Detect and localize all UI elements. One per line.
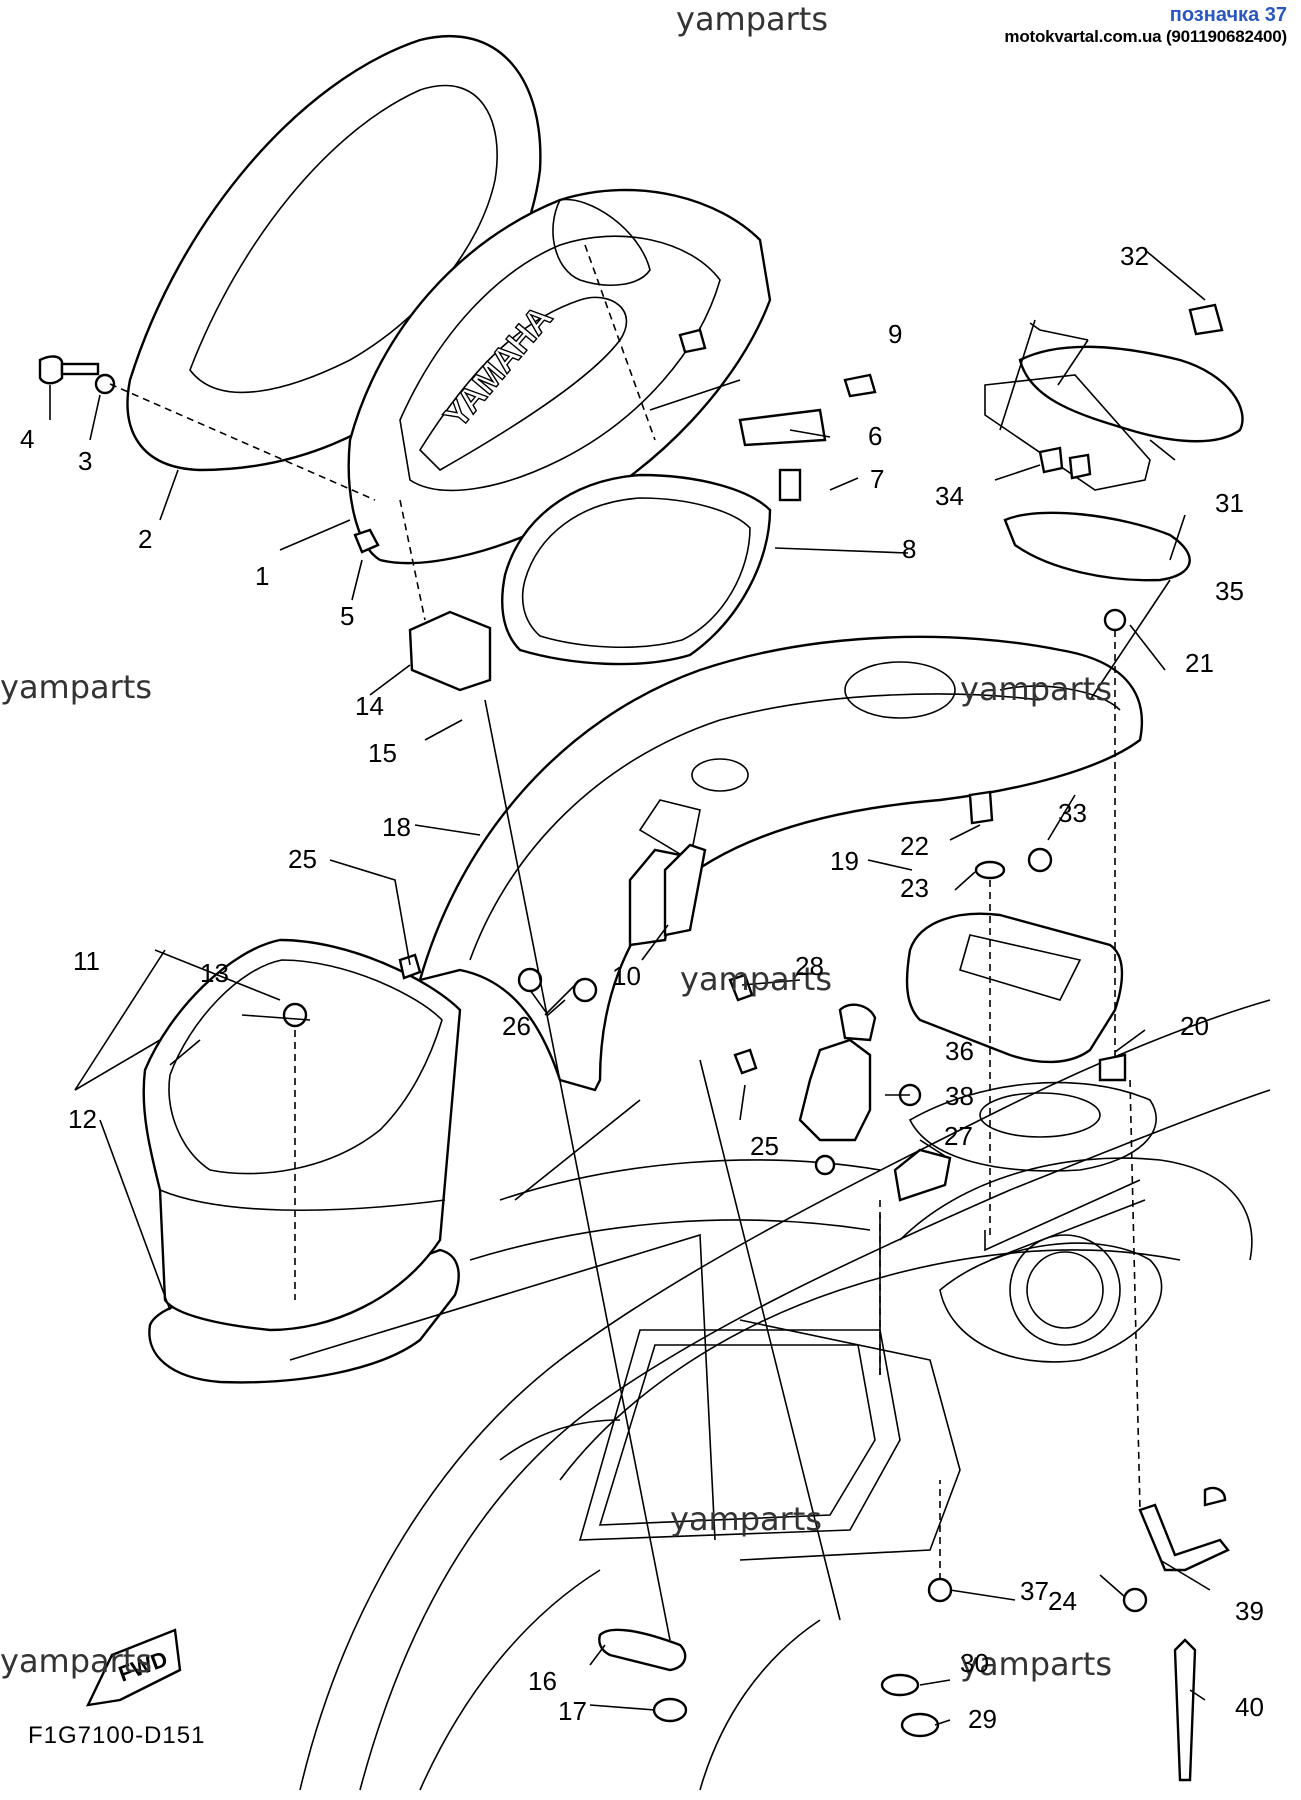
assembly-lines (289, 379, 1146, 1641)
callout-35: 35 (1215, 576, 1244, 606)
callout-40: 40 (1235, 1692, 1264, 1722)
part-1-deck-cover (347, 188, 772, 565)
watermark: yamparts (0, 668, 152, 706)
fwd-arrow: FWD (85, 1628, 182, 1707)
callout-34: 34 (935, 481, 964, 511)
callout-28: 28 (795, 951, 824, 981)
watermark: yamparts (960, 670, 1112, 708)
callout-1: 1 (255, 561, 269, 591)
callout-11: 11 (73, 946, 100, 976)
diagram-code: F1G7100-D151 (28, 1722, 206, 1749)
callout-26: 26 (502, 1011, 531, 1041)
callout-29: 29 (968, 1704, 997, 1734)
part-35-pad (1003, 511, 1191, 582)
part-16-bracket (598, 1628, 687, 1672)
callout-25b: 25 (750, 1131, 779, 1161)
part-31-cover (1018, 345, 1244, 443)
part-14-hinge (408, 610, 492, 692)
callout-3: 3 (78, 446, 92, 476)
callout-37: 37 (1020, 1576, 1049, 1606)
callout-24: 24 (1048, 1586, 1077, 1616)
callout-19: 19 (830, 846, 859, 876)
watermark: yamparts (0, 1642, 152, 1680)
callout-14: 14 (355, 691, 384, 721)
callout-8: 8 (902, 534, 916, 564)
part-36-latch (798, 1038, 872, 1142)
part-11-bucket (142, 938, 462, 1332)
part-18-storage-housing (418, 635, 1144, 1092)
fasteners (38, 303, 1227, 1782)
callout-9: 9 (888, 319, 902, 349)
callout-13: 13 (200, 958, 229, 988)
callout-25a: 25 (288, 844, 317, 874)
callout-2: 2 (138, 524, 152, 554)
shop-contact: motokvartal.com.ua (901190682400) (1004, 27, 1287, 46)
callout-12: 12 (68, 1104, 97, 1134)
callout-31: 31 (1215, 488, 1244, 518)
callout-36: 36 (945, 1036, 974, 1066)
callout-32: 32 (1120, 241, 1149, 271)
callout-4: 4 (20, 424, 34, 454)
callout-18: 18 (382, 812, 411, 842)
callout-5: 5 (340, 601, 354, 631)
callout-15: 15 (368, 738, 397, 768)
callout-10: 10 (612, 961, 641, 991)
callout-16: 16 (528, 1666, 557, 1696)
callouts: 1 2 3 4 5 6 7 8 9 10 11 12 13 14 15 16 1… (20, 241, 1264, 1734)
part-27-bracket (893, 1148, 952, 1202)
callout-23: 23 (900, 873, 929, 903)
watermark: yamparts (960, 1645, 1112, 1683)
callout-17: 17 (558, 1696, 587, 1726)
callout-30: 30 (960, 1648, 989, 1678)
hull-outline (299, 999, 1271, 1791)
callout-22: 22 (900, 831, 929, 861)
callout-20: 20 (1180, 1011, 1209, 1041)
watermark: yamparts (670, 1500, 822, 1538)
callout-33: 33 (1058, 798, 1087, 828)
callout-21: 21 (1185, 648, 1214, 678)
callout-7: 7 (870, 464, 884, 494)
callout-38: 38 (945, 1081, 974, 1111)
header-watermark: yamparts (676, 0, 829, 38)
callout-6: 6 (868, 421, 882, 451)
callout-39: 39 (1235, 1596, 1264, 1626)
diagram-mark-label: позначка 37 (1169, 4, 1287, 26)
part-19-housing (905, 912, 1124, 1064)
part-39-bracket (1138, 1503, 1230, 1572)
leader-lines (49, 249, 1211, 1726)
part-8-gasket (501, 473, 772, 666)
header-reference: позначка 37 motokvartal.com.ua (90119068… (1004, 4, 1287, 47)
watermark: yamparts (680, 960, 832, 998)
callout-27: 27 (944, 1121, 973, 1151)
